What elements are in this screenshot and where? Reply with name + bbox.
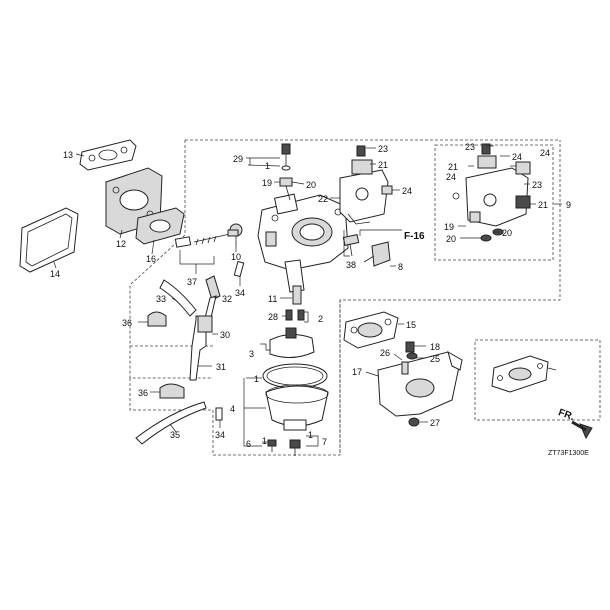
callout-7: 7 <box>322 437 327 447</box>
callout-3: 3 <box>249 349 254 359</box>
ref-f16-marker: F-16 <box>359 229 425 242</box>
callout-8: 8 <box>398 262 403 272</box>
callout-20-right-left: 20 <box>446 234 456 244</box>
callout-4: 4 <box>230 404 235 414</box>
callout-13: 13 <box>63 150 73 160</box>
part-29-screw <box>279 143 293 201</box>
callout-21-right-top: 21 <box>448 162 458 172</box>
callout-1-mid: 1 <box>254 374 259 384</box>
part-25-washer <box>406 352 418 360</box>
front-direction-indicator: FR. <box>557 407 593 440</box>
part-37-pilot-screw-set <box>174 229 239 248</box>
callout-29: 29 <box>233 154 243 164</box>
callout-15: 15 <box>406 320 416 330</box>
callout-26: 26 <box>380 348 390 358</box>
callout-19-right: 19 <box>444 222 454 232</box>
part-18-bolt <box>405 341 415 353</box>
part-6-drain-screw <box>267 439 277 452</box>
callout-labels: 13 12 14 16 29 1 19 20 23 21 24 22 10 37… <box>50 142 589 457</box>
callout-21-center: 21 <box>378 160 388 170</box>
callout-36-lower: 36 <box>138 388 148 398</box>
part-38-screw <box>342 234 360 257</box>
part-22-solenoid-bracket <box>339 145 393 225</box>
part-9-carburetor-assy <box>452 143 531 242</box>
callout-28: 28 <box>268 312 278 322</box>
gasket-box <box>474 339 601 421</box>
part-8-throttle-lever <box>363 241 391 267</box>
carburetor-assy-box <box>434 144 554 261</box>
callout-25: 25 <box>430 354 440 364</box>
callout-38: 38 <box>346 260 356 270</box>
callout-1-top: 1 <box>265 161 270 171</box>
callout-23-center: 23 <box>378 144 388 154</box>
callout-36-upper: 36 <box>122 318 132 328</box>
part-1-o-ring <box>262 363 328 389</box>
callout-31: 31 <box>216 362 226 372</box>
callout-21-right-mid: 21 <box>538 200 548 210</box>
callout-18: 18 <box>430 342 440 352</box>
part-36-hose-clip-upper <box>147 311 167 327</box>
callout-1-bottom-left: 1 <box>262 436 267 446</box>
callout-1-bottom-right: 1 <box>308 430 313 440</box>
callout-20-right: 20 <box>502 228 512 238</box>
part-36-hose-clip-lower <box>159 383 185 399</box>
ref-f16-label: F-16 <box>404 231 425 242</box>
callout-34-lower: 34 <box>215 430 225 440</box>
callout-20-top: 20 <box>306 180 316 190</box>
part-34-lower-clip <box>215 407 223 421</box>
part-26-bolt <box>401 361 409 375</box>
part-17-bracket <box>377 350 463 417</box>
callout-17: 17 <box>352 367 362 377</box>
box-gasket <box>491 355 549 393</box>
callout-24-center: 24 <box>402 186 412 196</box>
callout-6: 6 <box>246 439 251 449</box>
callout-23-right-top: 23 <box>465 142 475 152</box>
part-27-nut <box>408 417 420 427</box>
callout-14: 14 <box>50 269 60 279</box>
callout-24-right-top: 24 <box>512 152 522 162</box>
front-direction-label: FR. <box>557 407 576 423</box>
callout-22: 22 <box>318 194 328 204</box>
callout-16: 16 <box>146 254 156 264</box>
callout-23-right-mid: 23 <box>532 180 542 190</box>
callout-30: 30 <box>220 330 230 340</box>
part-16-gasket <box>135 207 185 245</box>
part-35-drain-tube <box>135 401 207 445</box>
callout-19-top: 19 <box>262 178 272 188</box>
part-34-upper-clip <box>233 260 245 278</box>
callout-27: 27 <box>430 418 440 428</box>
part-28-main-jet <box>285 309 305 321</box>
part-14-gasket <box>19 207 79 273</box>
callout-34-upper: 34 <box>235 288 245 298</box>
part-11-main-jet-holder <box>292 285 302 305</box>
leader-lines <box>53 145 562 447</box>
callout-11: 11 <box>268 294 277 304</box>
part-4-float-chamber <box>265 384 329 431</box>
callout-35: 35 <box>170 430 180 440</box>
callout-32: 32 <box>222 294 232 304</box>
callout-9: 9 <box>566 200 571 210</box>
carburetor-body <box>257 193 349 293</box>
callout-10: 10 <box>231 252 241 262</box>
part-15-gasket <box>343 311 399 349</box>
callout-37: 37 <box>187 277 197 287</box>
part-3-float <box>269 327 315 358</box>
group-outlines <box>129 139 601 456</box>
callout-24-right-left: 24 <box>446 172 456 182</box>
fuel-hoses <box>159 275 221 381</box>
callout-12: 12 <box>116 239 126 249</box>
diagram-code: ZT73F1300E <box>548 450 589 457</box>
callout-24-right-mid: 24 <box>540 148 550 158</box>
callout-2: 2 <box>318 314 323 324</box>
part-7-bolt <box>289 439 301 456</box>
callout-33: 33 <box>156 294 166 304</box>
part-13-insulator-gasket <box>79 139 137 171</box>
